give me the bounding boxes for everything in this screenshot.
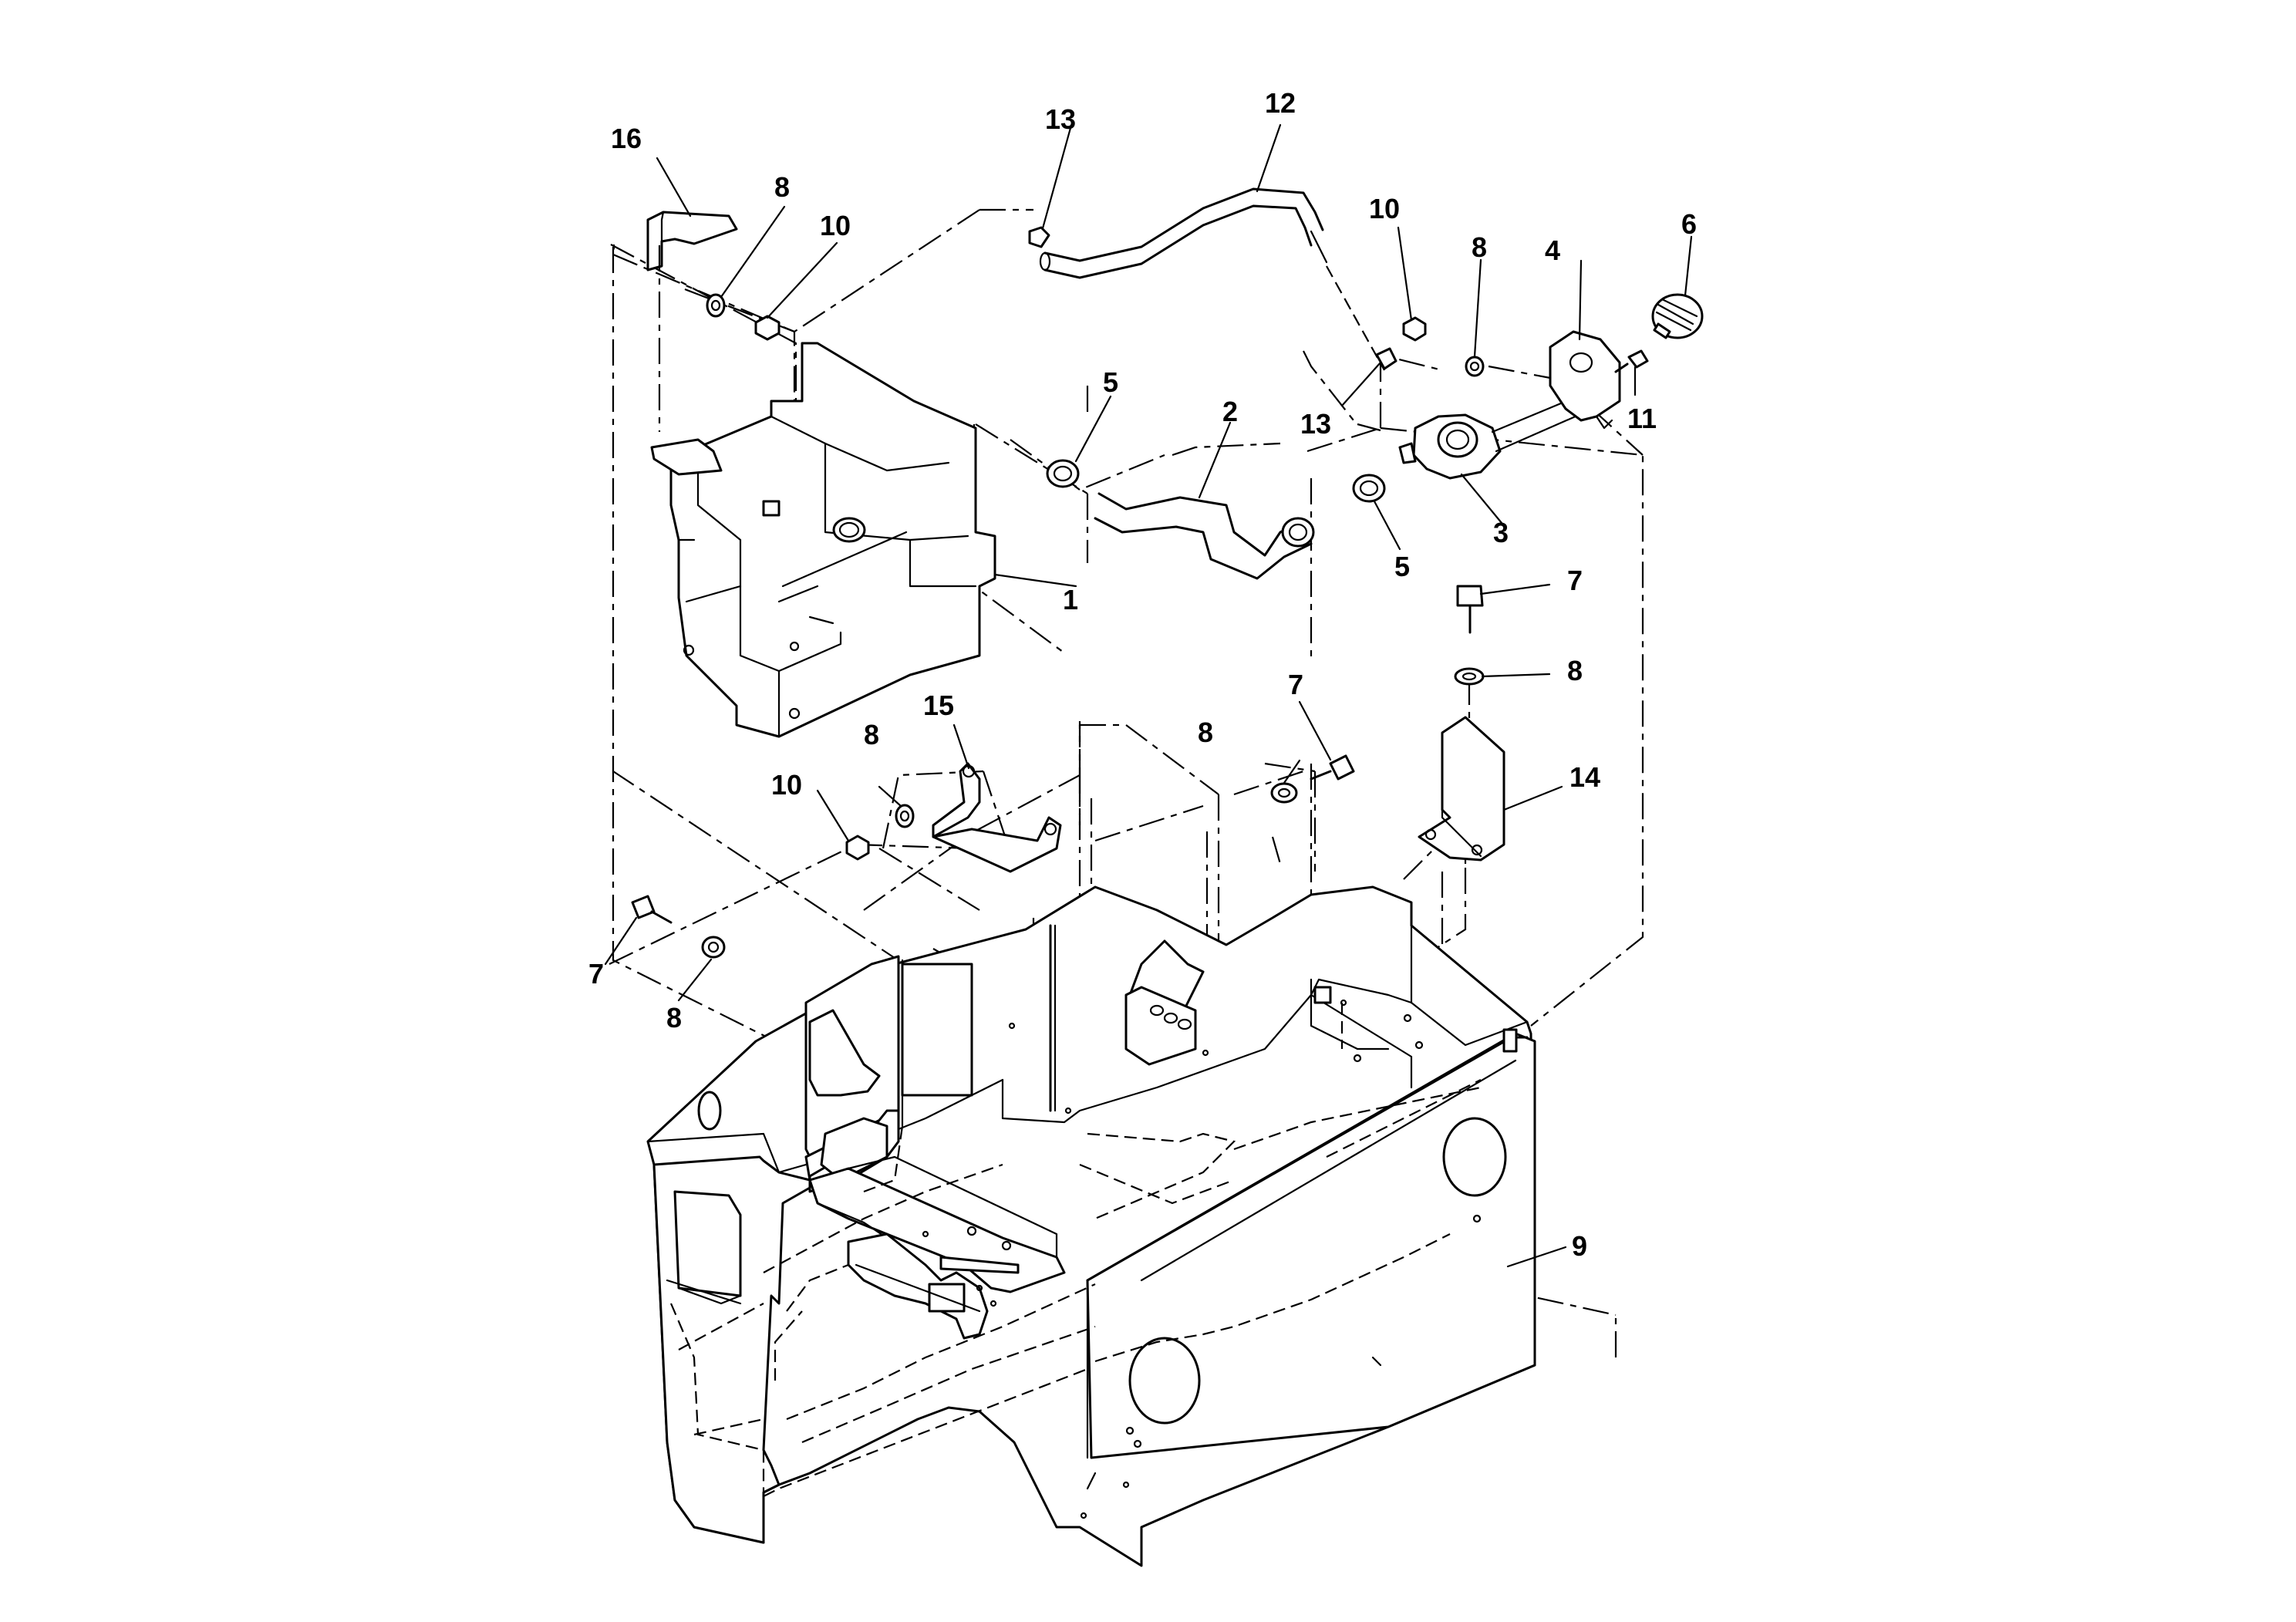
callout-8-right: 8: [1567, 655, 1583, 686]
hex-nuts: [754, 315, 1427, 861]
cap-screw: [1614, 349, 1649, 373]
hose-clamps: [1046, 459, 1386, 503]
callout-10-top-left: 10: [820, 210, 851, 241]
callout-7-middle: 7: [1288, 669, 1303, 700]
molded-hose: [1094, 492, 1315, 580]
callout-16: 16: [611, 123, 642, 154]
callout-3: 3: [1493, 517, 1509, 548]
callout-5-upper: 5: [1103, 366, 1118, 398]
long-hose: [1039, 187, 1385, 371]
callout-8-middle: 8: [1198, 717, 1213, 748]
chassis-frame: [646, 885, 1536, 1567]
callout-9: 9: [1572, 1230, 1587, 1262]
callout-14: 14: [1569, 761, 1600, 793]
callout-labels: 1 2 3 4 5 5 6 7 7 7 8 8 8 8 8 8 9 10 10 …: [588, 87, 1697, 1262]
callout-8-top-right: 8: [1472, 231, 1487, 263]
callout-4: 4: [1545, 234, 1560, 266]
callout-8-top-left: 8: [774, 171, 790, 203]
callout-8-left: 8: [666, 1002, 682, 1034]
top-bracket: [646, 211, 738, 476]
callout-1: 1: [1063, 584, 1078, 615]
lower-strap-bracket: [932, 762, 1062, 873]
callout-13-middle: 13: [1300, 408, 1331, 440]
callout-12: 12: [1265, 87, 1296, 119]
callout-10-top-right: 10: [1369, 193, 1400, 224]
hose-fittings: [1028, 226, 1397, 370]
reservoir-tank: [669, 342, 996, 738]
callout-8-lower-left: 8: [864, 719, 879, 750]
hex-bolts: [631, 585, 1484, 924]
callout-13-top: 13: [1045, 103, 1076, 135]
callout-10-lower: 10: [771, 769, 802, 801]
filler-cap: [1651, 293, 1704, 339]
flat-washers: [701, 293, 1485, 959]
angle-bracket: [1418, 716, 1505, 862]
callout-15: 15: [923, 690, 954, 721]
callout-2: 2: [1222, 396, 1238, 427]
callout-11: 11: [1627, 403, 1657, 434]
filler-neck: [1398, 392, 1598, 480]
filler-mount-plate: [1549, 330, 1621, 430]
callout-5-lower: 5: [1394, 551, 1410, 582]
callout-7-right: 7: [1567, 565, 1583, 596]
callout-7-left: 7: [588, 958, 604, 990]
callout-6: 6: [1681, 208, 1697, 240]
leader-lines: [604, 123, 1693, 1268]
